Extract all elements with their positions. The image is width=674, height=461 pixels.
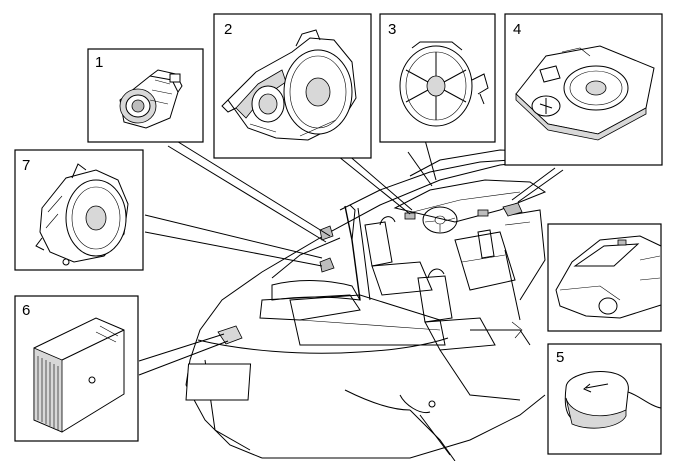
callout-box-1: 1 xyxy=(87,48,204,143)
callout-box-3: 3 xyxy=(379,13,496,143)
rear-door-speaker-mark xyxy=(319,257,335,273)
front-right-seatback xyxy=(417,275,453,323)
sensor-icon xyxy=(564,371,662,429)
callout-label-6: 6 xyxy=(22,302,30,319)
car-illustration xyxy=(185,149,547,461)
callout-box-5-sensor: 5 xyxy=(547,343,662,455)
callout-label-7: 7 xyxy=(22,157,30,174)
steering-wheel xyxy=(422,206,458,234)
callout-box-2: 2 xyxy=(213,13,372,159)
tweeter-speaker-icon xyxy=(119,69,183,129)
front-left-seatback xyxy=(364,221,393,267)
callout-label-1: 1 xyxy=(95,54,103,71)
callout-box-7: 7 xyxy=(14,149,144,271)
callout-box-4: 4 xyxy=(504,13,663,166)
callout-label-2: 2 xyxy=(224,21,232,38)
door-speaker-icon xyxy=(35,163,129,266)
subwoofer-location-mark xyxy=(502,202,523,217)
leader-lines xyxy=(138,134,613,376)
dash-speaker-grille-icon xyxy=(399,41,489,127)
amplifier-icon xyxy=(33,317,125,433)
license-plate-recess xyxy=(185,363,252,401)
callout-label-5: 5 xyxy=(556,349,564,366)
callout-label-4: 4 xyxy=(513,21,521,38)
callout-box-6: 6 xyxy=(14,295,139,442)
amplifier-location-mark xyxy=(217,325,243,345)
midrange-speaker-icon xyxy=(221,29,357,141)
car-front-icon xyxy=(555,235,662,319)
callout-label-3: 3 xyxy=(388,21,396,38)
subwoofer-enclosure-icon xyxy=(515,45,655,141)
callout-box-5-car xyxy=(547,223,662,332)
